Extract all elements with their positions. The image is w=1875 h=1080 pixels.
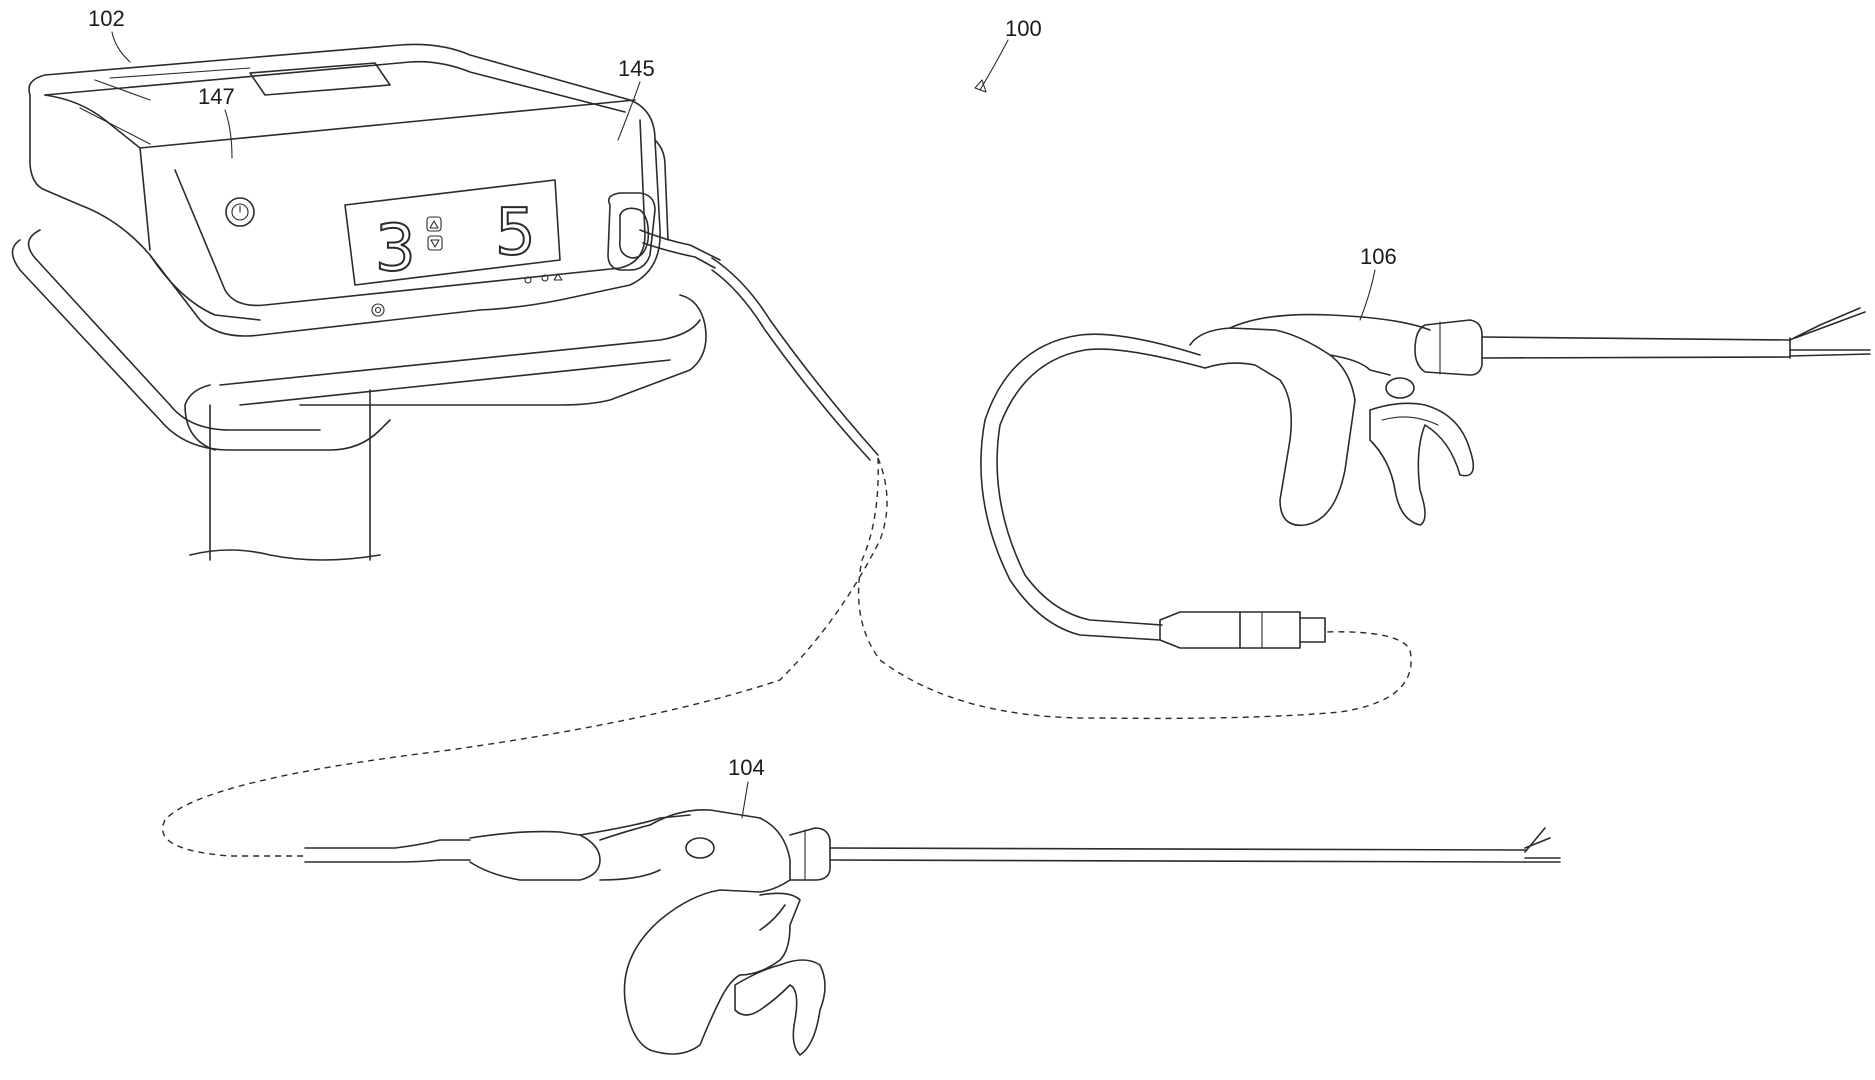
- trigger-106[interactable]: [1370, 403, 1473, 525]
- connector-plug-106: [1160, 612, 1325, 648]
- leader-instrument-106: [1360, 270, 1375, 320]
- power-button[interactable]: [226, 198, 254, 226]
- end-effector-106: [1790, 308, 1870, 358]
- ref-label-port: 145: [618, 56, 655, 81]
- reference-labels: 100 102 147 145 106 104: [88, 6, 1397, 818]
- ref-label-instrument-104: 104: [728, 755, 765, 780]
- generator: 3 5: [13, 44, 707, 560]
- end-effector-104: [1525, 828, 1560, 862]
- trigger-104[interactable]: [735, 893, 825, 1055]
- ref-label-housing: 147: [198, 84, 235, 109]
- display-right-value: 5: [495, 196, 536, 270]
- status-dots: [525, 274, 562, 283]
- leader-housing: [225, 110, 232, 158]
- ref-label-system: 100: [1005, 16, 1042, 41]
- generator-housing: [29, 44, 668, 336]
- generator-front-panel: 3 5: [226, 180, 655, 316]
- instrument-104: [305, 810, 1560, 1055]
- generator-port[interactable]: [608, 193, 655, 270]
- generator-display: 3 5: [345, 180, 560, 286]
- rotation-knob-104[interactable]: [790, 828, 830, 880]
- leader-generator: [112, 32, 130, 62]
- leader-system: [980, 40, 1008, 90]
- button-106[interactable]: [1386, 378, 1414, 398]
- generator-stand: [13, 230, 707, 560]
- indicator-light: [372, 304, 384, 316]
- instrument-106: [981, 308, 1870, 648]
- down-arrow-icon[interactable]: [428, 236, 442, 250]
- cable-generator: [640, 230, 878, 460]
- display-left-value: 3: [375, 212, 416, 286]
- cable-to-instrument-104: [163, 458, 887, 856]
- ref-label-instrument-106: 106: [1360, 244, 1397, 269]
- leader-instrument-104: [742, 782, 748, 818]
- up-arrow-icon[interactable]: [427, 217, 441, 231]
- button-104[interactable]: [686, 838, 714, 858]
- cable-to-instrument-106: [859, 458, 1412, 718]
- ref-label-generator: 102: [88, 6, 125, 31]
